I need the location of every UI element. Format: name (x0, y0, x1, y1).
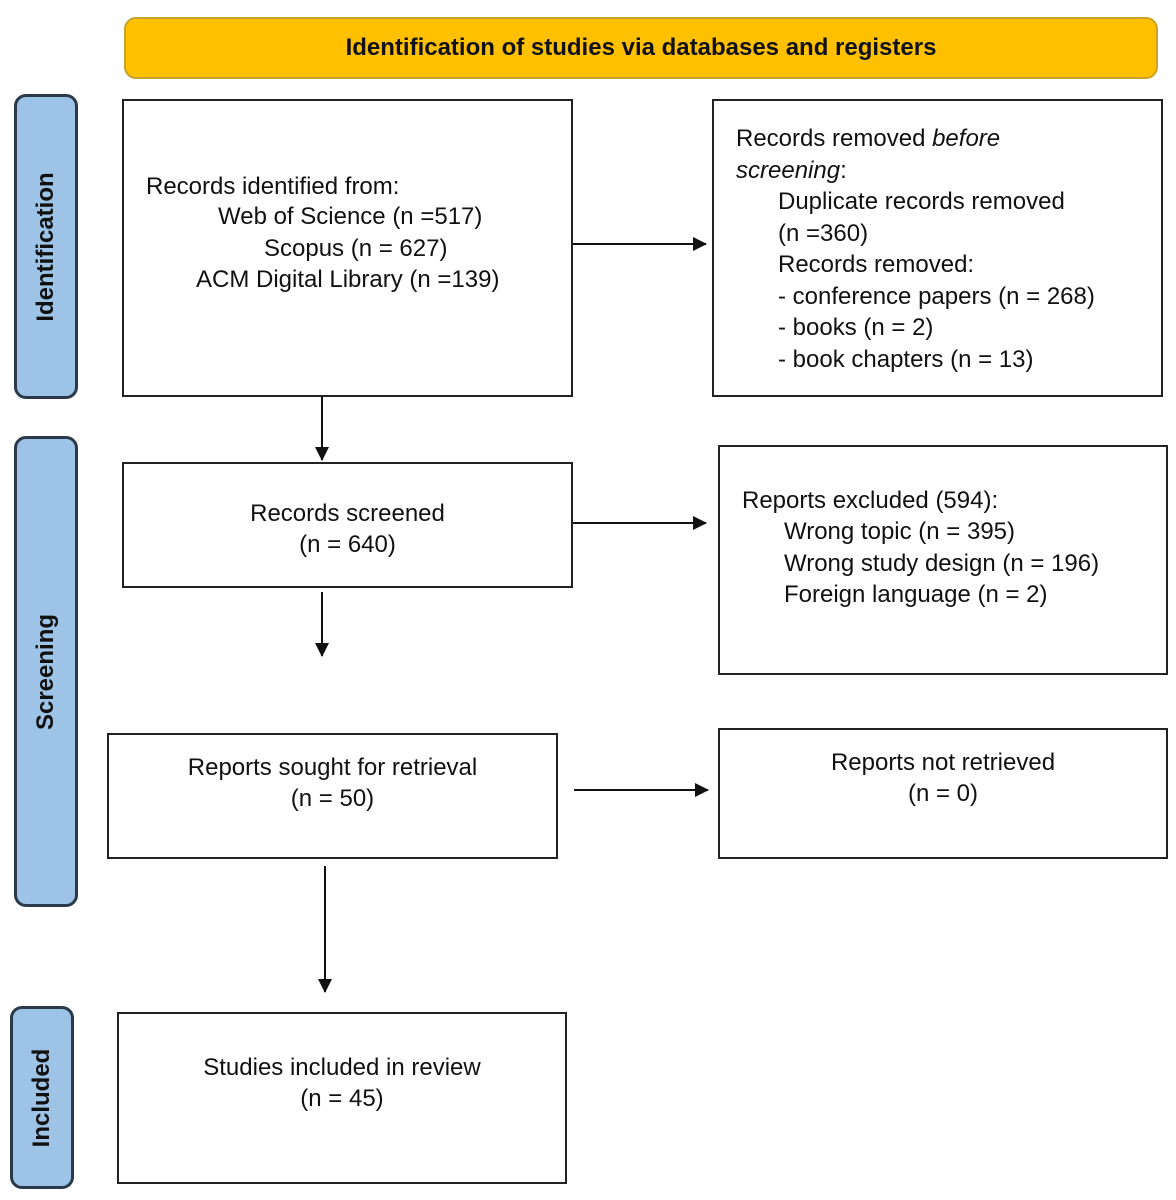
box-title: Studies included in review (203, 1054, 481, 1081)
phase-included: Included (10, 1006, 74, 1189)
excluded-item: Wrong topic (n = 395) (784, 518, 1016, 545)
source-item: Web of Science (n =517) (218, 203, 483, 230)
removed-item: - conference papers (n = 268) (778, 283, 1095, 310)
box-count: (n = 0) (907, 780, 979, 807)
source-item: Scopus (n = 627) (264, 235, 448, 262)
removed-item: - book chapters (n = 13) (778, 346, 1034, 373)
duplicates-count: (n =360) (778, 220, 869, 247)
box-count: (n = 45) (300, 1085, 384, 1112)
excluded-item: Foreign language (n = 2) (784, 581, 1048, 608)
reports-excluded-box: Reports excluded (594): Wrong topic (n =… (718, 445, 1168, 675)
duplicates-label: Duplicate records removed (778, 188, 1065, 215)
box-title: Reports excluded (594): (742, 487, 999, 514)
records-screened-box: Records screened (n = 640) (122, 462, 573, 588)
reports-not-retrieved-box: Reports not retrieved (n = 0) (718, 728, 1168, 859)
reports-sought-box: Reports sought for retrieval (n = 50) (107, 733, 558, 859)
box-count: (n = 640) (299, 531, 396, 558)
box-count: (n = 50) (290, 785, 375, 812)
excluded-item: Wrong study design (n = 196) (784, 550, 1100, 577)
records-identified-box: Records identified from: Web of Science … (122, 99, 573, 397)
header-title: Identification of studies via databases … (345, 34, 937, 61)
box-title-cont: screening: (736, 157, 847, 184)
box-title: Reports not retrieved (830, 749, 1056, 776)
removed-item: - books (n = 2) (778, 314, 934, 341)
box-title: Records removed before (736, 125, 1001, 152)
box-title: Records identified from: (146, 173, 400, 200)
identification-header: Identification of studies via databases … (124, 17, 1158, 79)
source-item: ACM Digital Library (n =139) (196, 266, 500, 293)
box-title: Reports sought for retrieval (187, 754, 478, 781)
records-removed-label: Records removed: (778, 251, 975, 278)
studies-included-box: Studies included in review (n = 45) (117, 1012, 567, 1184)
records-removed-box: Records removed before screening: Duplic… (712, 99, 1163, 397)
phase-identification: Identification (14, 94, 78, 399)
phase-screening: Screening (14, 436, 78, 907)
box-title: Records screened (250, 500, 445, 527)
